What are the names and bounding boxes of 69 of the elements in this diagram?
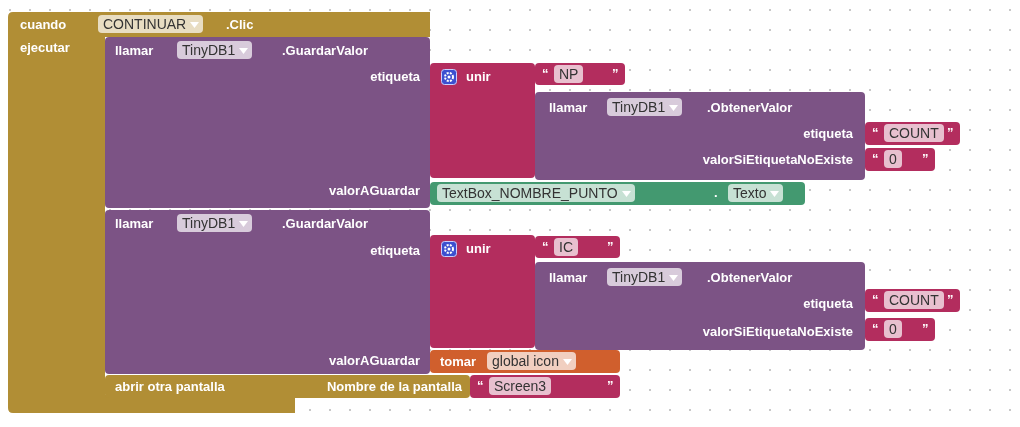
- dropdown-field: TinyDB1: [607, 98, 683, 116]
- quote-mark: “: [477, 378, 484, 394]
- quote-mark: “: [872, 151, 879, 167]
- text-field: COUNT: [884, 291, 944, 309]
- text-field: 0: [884, 320, 902, 338]
- block-label: llamar: [115, 43, 154, 59]
- block-label: etiqueta: [803, 126, 853, 142]
- dropdown-field: CONTINUAR: [98, 15, 204, 33]
- quote-mark: ”: [947, 125, 954, 141]
- text-field: 0: [884, 150, 902, 168]
- block-label: .: [714, 185, 718, 201]
- block-label: Nombre de la pantalla: [326, 379, 462, 395]
- text-field: COUNT: [884, 124, 944, 142]
- text-block: [535, 236, 620, 258]
- text-block: [865, 289, 960, 312]
- text-field: NP: [554, 65, 584, 83]
- block-label: .GuardarValor: [282, 43, 368, 59]
- dropdown-field: TinyDB1: [177, 41, 253, 59]
- block-label: llamar: [115, 216, 154, 232]
- block-label: etiqueta: [370, 69, 420, 85]
- dropdown-field: global icon: [487, 352, 576, 370]
- quote-mark: “: [872, 292, 879, 308]
- dropdown-field: Texto: [728, 184, 784, 202]
- quote-mark: ”: [947, 292, 954, 308]
- property-getter-block: [430, 182, 805, 205]
- block-label: .ObtenerValor: [707, 100, 793, 116]
- method-call-block: [105, 210, 430, 374]
- block-label: valorSiEtiquetaNoExiste: [702, 152, 853, 168]
- block-label: valorAGuardar: [328, 183, 420, 199]
- dropdown-field: TinyDB1: [607, 268, 683, 286]
- dropdown-field: TinyDB1: [177, 214, 253, 232]
- variable-getter-block: [430, 350, 620, 373]
- text-field: Screen3: [489, 377, 552, 395]
- block-label: unir: [466, 69, 491, 85]
- block-label: .ObtenerValor: [707, 270, 793, 286]
- dropdown-field: TextBox_NOMBRE_PUNTO: [437, 184, 635, 202]
- block-label: etiqueta: [370, 243, 420, 259]
- join-block: [430, 235, 535, 348]
- text-field: IC: [554, 238, 578, 256]
- quote-mark: “: [872, 321, 879, 337]
- block-label: ejecutar: [20, 40, 70, 56]
- block-label: cuando: [20, 17, 67, 33]
- text-block: [865, 122, 960, 145]
- block-label: llamar: [549, 100, 588, 116]
- block-label: valorSiEtiquetaNoExiste: [702, 324, 853, 340]
- text-block: [865, 318, 935, 341]
- quote-mark: “: [872, 125, 879, 141]
- block-label: etiqueta: [803, 296, 853, 312]
- quote-mark: “: [542, 239, 549, 255]
- join-block: [430, 63, 535, 178]
- quote-mark: ”: [612, 66, 619, 82]
- block-label: unir: [466, 241, 491, 257]
- method-call-block: [535, 92, 865, 180]
- block-label: llamar: [549, 270, 588, 286]
- quote-mark: ”: [922, 321, 929, 337]
- text-block: [470, 375, 620, 398]
- method-call-block: [535, 262, 865, 350]
- block-label: .GuardarValor: [282, 216, 368, 232]
- block-label: abrir otra pantalla: [115, 379, 225, 395]
- quote-mark: ”: [607, 378, 614, 394]
- text-block: [535, 63, 625, 85]
- block-label: tomar: [440, 354, 477, 370]
- quote-mark: “: [542, 66, 549, 82]
- block-label: .Clic: [226, 17, 254, 33]
- quote-mark: ”: [607, 239, 614, 255]
- block-label: valorAGuardar: [328, 353, 420, 369]
- text-block: [865, 148, 935, 171]
- quote-mark: ”: [922, 151, 929, 167]
- method-call-block: [105, 37, 430, 208]
